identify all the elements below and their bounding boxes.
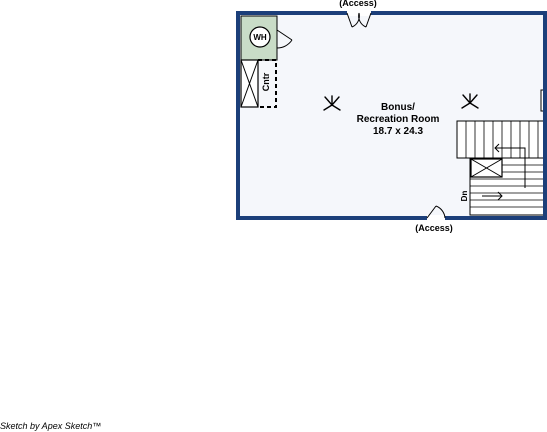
closet-label: Cntr bbox=[261, 72, 271, 91]
landing-x2 bbox=[470, 158, 503, 178]
bottom-door-gap bbox=[427, 215, 445, 221]
stairs-down-label: Dn bbox=[460, 191, 469, 202]
water-heater-label: WH bbox=[253, 33, 267, 42]
stair-arrows bbox=[482, 143, 526, 201]
room-name: Bonus/ bbox=[381, 102, 415, 113]
water-heater-icon bbox=[249, 26, 271, 48]
closet-x2 bbox=[240, 59, 259, 108]
room-name-line2: Recreation Room bbox=[357, 114, 440, 125]
ceiling-fan-right bbox=[461, 93, 479, 109]
top-door-swing bbox=[346, 12, 372, 28]
ceiling-fan-left bbox=[323, 95, 341, 111]
access-bottom-label: (Access) bbox=[415, 223, 453, 233]
wh-door-swing bbox=[276, 29, 293, 49]
stair-upper-flight bbox=[456, 120, 546, 159]
access-top-label: (Access) bbox=[339, 0, 377, 8]
room-dimensions: 18.7 x 24.3 bbox=[373, 126, 423, 137]
closet-dashed-wall bbox=[258, 59, 277, 108]
sketch-credit: Sketch by Apex Sketch™ bbox=[0, 421, 102, 431]
exterior-walls bbox=[236, 11, 547, 220]
bottom-door-swing bbox=[426, 205, 446, 219]
